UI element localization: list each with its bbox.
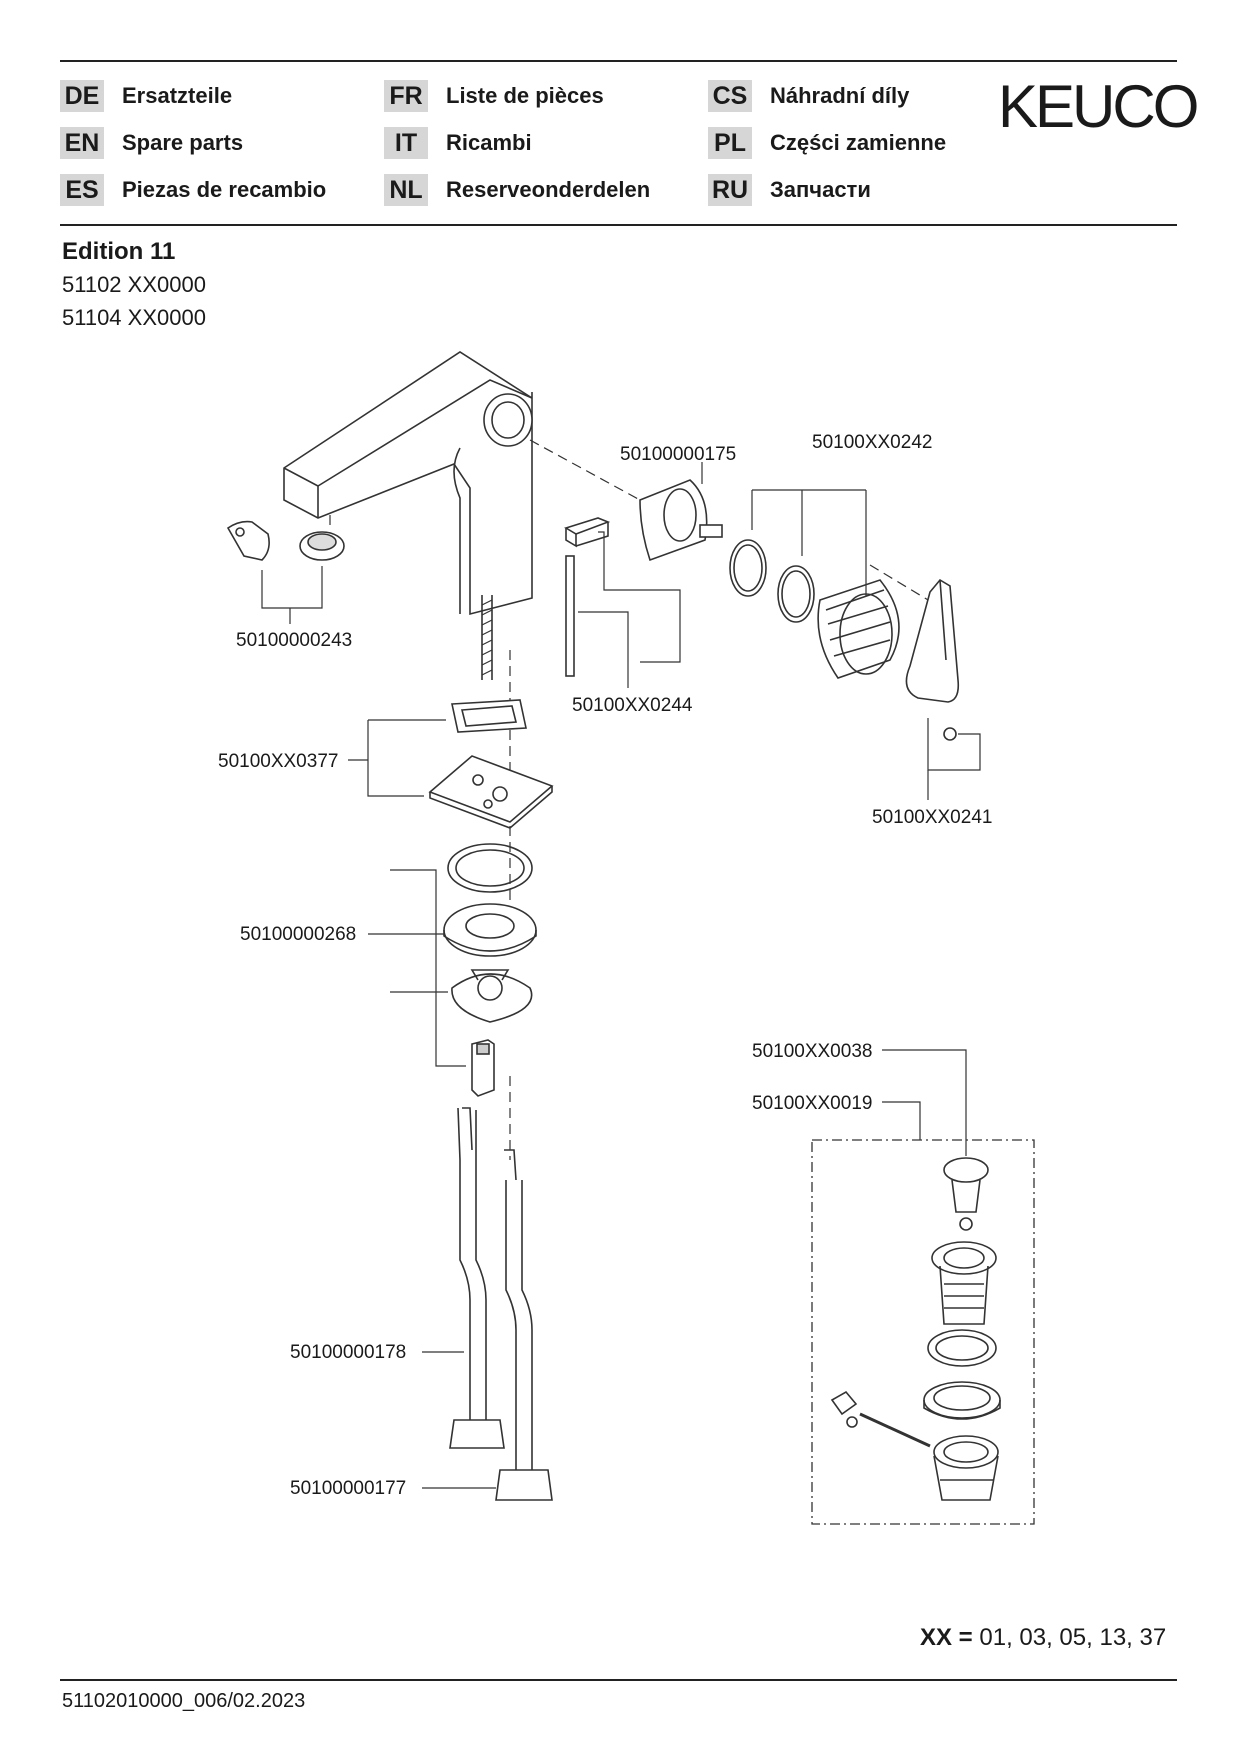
lang-item-en: EN Spare parts <box>60 127 243 159</box>
lang-item-fr: FR Liste de pièces <box>384 80 604 112</box>
header-bottom-rule <box>60 224 1177 226</box>
xx-values: 01, 03, 05, 13, 37 <box>972 1624 1167 1651</box>
lang-item-it: IT Ricambi <box>384 127 532 159</box>
push-rod-illustration <box>564 517 611 677</box>
flexible-hose-illustration <box>449 1107 505 1449</box>
lang-item-nl: NL Reserveonderdelen <box>384 174 650 206</box>
part-label: 50100XX0019 <box>752 1093 872 1114</box>
lang-label: Części zamienne <box>770 130 947 155</box>
faucet-body-illustration <box>283 351 533 680</box>
leader-lines <box>261 462 981 1489</box>
part-label: 50100XX0242 <box>812 432 932 453</box>
flat-washer-illustration <box>443 903 537 957</box>
lang-item-de: DE Ersatzteile <box>60 80 232 112</box>
lang-code: IT <box>384 127 428 159</box>
lang-code: FR <box>384 80 428 112</box>
drain-assembly-box <box>811 1139 1035 1525</box>
lang-label: Piezas de recambio <box>122 177 327 202</box>
drain-body-illustration <box>931 1241 997 1325</box>
o-ring-illustration <box>777 565 815 623</box>
drain-waste-illustration <box>830 1390 999 1501</box>
mounting-plate-illustration <box>428 755 554 829</box>
part-label: 50100000243 <box>236 630 352 651</box>
drain-seal-illustration <box>923 1381 1001 1420</box>
document-number: 51102010000_006/02.2023 <box>62 1690 306 1712</box>
lang-code: CS <box>708 80 752 112</box>
aerator-parts-illustration <box>226 520 345 561</box>
part-label: 50100XX0244 <box>572 695 693 716</box>
model-number: 51104 XX0000 <box>62 305 206 330</box>
lang-code: RU <box>708 174 752 206</box>
part-label: 50100000268 <box>240 924 356 945</box>
lang-code: DE <box>60 80 104 112</box>
part-label: 50100XX0377 <box>218 751 338 772</box>
drain-washer-illustration <box>927 1329 997 1367</box>
lang-item-pl: PL Części zamienne <box>708 127 946 159</box>
cartridge-sleeve-illustration <box>817 579 900 679</box>
part-label: 50100XX0241 <box>872 807 992 828</box>
lang-label: Náhradní díly <box>770 83 910 108</box>
part-label: 50100000175 <box>620 444 736 465</box>
gasket-illustration <box>451 699 527 733</box>
drain-plug-illustration <box>943 1157 989 1231</box>
lang-label: Liste de pièces <box>446 83 604 108</box>
lang-item-ru: RU Запчасти <box>708 174 871 206</box>
lang-label: Запчасти <box>770 177 871 202</box>
brand-logo: KEUCO <box>998 73 1199 140</box>
finish-code-legend: XX = 01, 03, 05, 13, 37 <box>920 1624 1166 1652</box>
coupling-nut-illustration <box>471 1039 495 1097</box>
lang-label: Spare parts <box>122 130 244 155</box>
flexible-hose-illustration <box>495 1149 553 1501</box>
lang-label: Ricambi <box>446 130 532 155</box>
washer-illustration <box>447 843 533 893</box>
edition-title: Edition 11 <box>62 238 176 265</box>
lang-item-cs: CS Náhradní díly <box>708 80 909 112</box>
lang-code: ES <box>60 174 104 206</box>
lang-code: EN <box>60 127 104 159</box>
lang-item-es: ES Piezas de recambio <box>60 174 326 206</box>
header-top-rule <box>60 60 1177 62</box>
part-label: 50100000178 <box>290 1342 406 1363</box>
footer-rule <box>60 1679 1177 1681</box>
part-label: 50100XX0038 <box>752 1041 872 1062</box>
model-number: 51102 XX0000 <box>62 272 206 297</box>
o-ring-illustration <box>729 539 767 597</box>
lang-label: Reserveonderdelen <box>446 177 651 202</box>
lang-code: NL <box>384 174 428 206</box>
cartridge-illustration <box>639 479 723 562</box>
horseshoe-washer-illustration <box>451 969 533 1023</box>
xx-key: XX = <box>920 1624 973 1651</box>
lever-handle-illustration <box>905 578 960 741</box>
part-label: 50100000177 <box>290 1478 406 1499</box>
lang-code: PL <box>708 127 752 159</box>
lang-label: Ersatzteile <box>122 83 233 108</box>
